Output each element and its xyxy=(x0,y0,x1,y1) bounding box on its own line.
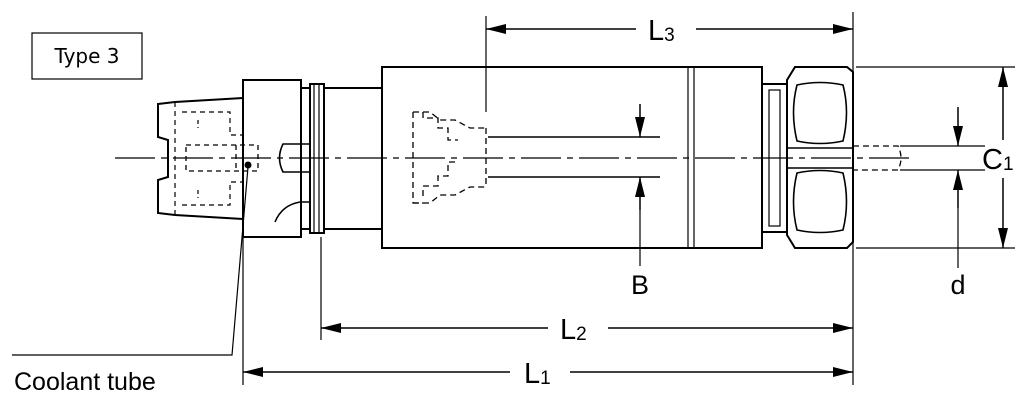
tool-shank xyxy=(853,145,902,171)
extension-lines xyxy=(242,12,1015,385)
type-label-box xyxy=(31,32,143,80)
type-label-text: Type 3 xyxy=(53,44,119,68)
dim-B: B xyxy=(631,104,649,300)
main-body xyxy=(381,66,763,249)
type-label: Type 3 xyxy=(31,32,143,80)
coolant-tube xyxy=(185,144,259,172)
dim-d-label: d xyxy=(950,270,965,300)
dim-C1-label: C1 xyxy=(982,144,1014,176)
dim-L1: L1 xyxy=(243,358,853,390)
dim-L2: L2 xyxy=(321,314,853,346)
dim-C1: C1 xyxy=(982,67,1014,248)
dim-B-label: B xyxy=(631,270,649,300)
bore-lines xyxy=(488,136,660,178)
internal-pocket xyxy=(412,111,487,204)
dim-L1-label: L1 xyxy=(524,358,551,390)
coolant-tube-callout: Coolant tube xyxy=(14,368,156,396)
dim-L3: L3 xyxy=(486,15,853,47)
coolant-tube-dot xyxy=(244,161,252,169)
coolant-leader: Coolant tube xyxy=(12,166,249,396)
taper-shank xyxy=(157,97,244,220)
dim-L3-label: L3 xyxy=(648,15,675,47)
dim-L2-label: L2 xyxy=(560,314,587,346)
dim-d: d xyxy=(950,107,966,300)
